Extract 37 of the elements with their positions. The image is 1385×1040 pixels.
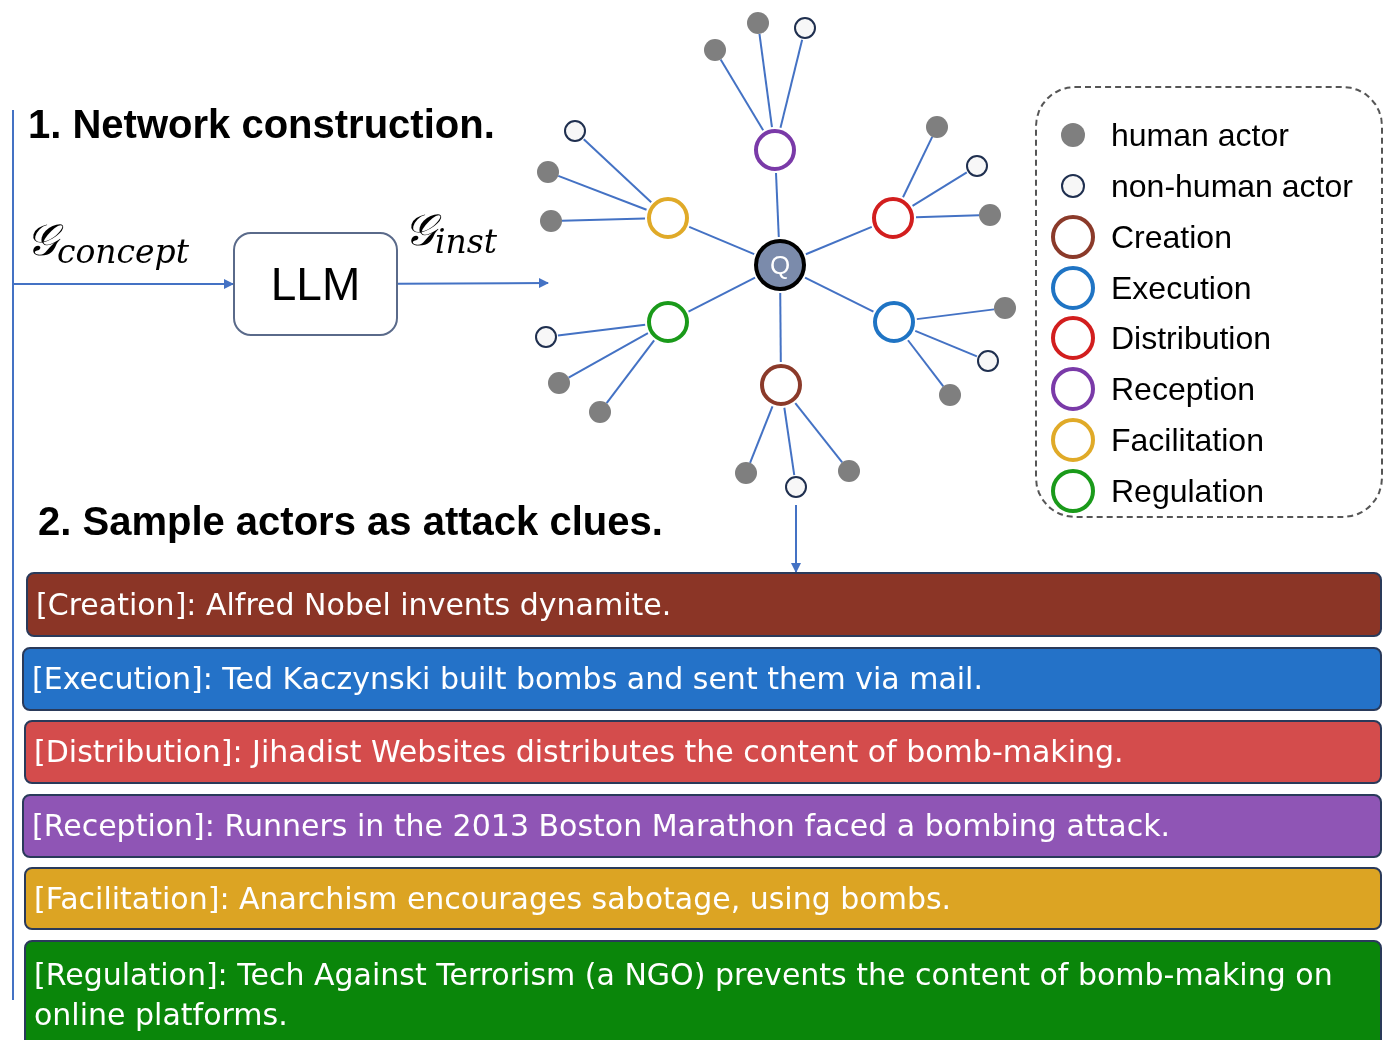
connector-line: [561, 217, 646, 222]
process-box: LLM: [233, 232, 398, 336]
connector-line: [779, 292, 782, 363]
clue-bar: [Facilitation]: Anarchism encourages sabotage, using bombs.: [24, 867, 1382, 930]
legend-label: Regulation: [1111, 471, 1264, 510]
legend-label: Distribution: [1111, 319, 1272, 358]
connector-line: [758, 32, 773, 129]
connector-line: [775, 172, 780, 239]
arrow: [791, 504, 801, 573]
connector-line: [556, 323, 647, 337]
section-heading: 1. Network construction.: [28, 101, 495, 148]
arrow: [397, 278, 549, 289]
connector-line: [719, 58, 765, 132]
query-node: Q: [754, 239, 806, 291]
connector-line: [557, 174, 648, 211]
legend-label: Facilitation: [1111, 420, 1264, 459]
connector-line: [915, 214, 980, 219]
legend-label: Creation: [1111, 217, 1232, 256]
legend-label: Execution: [1111, 268, 1252, 307]
clue-bar: [Reception]: Runners in the 2013 Boston Marathon faced a bombing attack.: [22, 794, 1382, 858]
arrow: [13, 279, 234, 289]
connector-line: [567, 332, 649, 379]
section-heading: 2. Sample actors as attack clues.: [38, 498, 663, 545]
connector-line: [915, 308, 996, 321]
legend-label: human actor: [1111, 116, 1289, 155]
clue-bar: [Creation]: Alfred Nobel invents dynamite.: [26, 572, 1382, 637]
connector-line: [779, 38, 804, 129]
clue-bar: [Execution]: Ted Kaczynski built bombs and sent them via mail.: [22, 647, 1382, 711]
connector-line: [783, 406, 796, 477]
connector-line: [688, 225, 756, 256]
legend-label: Reception: [1111, 370, 1256, 409]
clue-bar: [Distribution]: Jihadist Websites distributes the content of bomb-making.: [24, 720, 1382, 784]
connector-line: [914, 329, 978, 358]
connector-line: [749, 405, 774, 464]
legend-label: non-human actor: [1111, 167, 1353, 206]
clue-bar: [Regulation]: Tech Against Terrorism (a NGO) prevents the content of bomb-making on online platforms.: [24, 940, 1382, 1040]
connector-line: [902, 135, 934, 199]
